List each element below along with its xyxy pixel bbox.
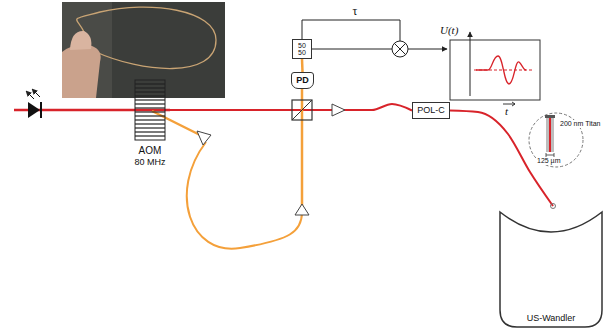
grating-line (135, 131, 165, 132)
signal-wire (306, 49, 392, 50)
delay-line (302, 20, 400, 44)
plot-frame (450, 40, 540, 100)
fiber-link (301, 59, 304, 72)
mixer-symbol (392, 41, 408, 57)
node-text: 80 MHz (132, 157, 168, 167)
node-text: US-Wandler (497, 313, 605, 323)
fiber-core (549, 118, 551, 152)
grating-line (135, 99, 165, 100)
node-text: 50 (298, 49, 306, 56)
grating-line (135, 83, 165, 84)
beam-splitter-cube (292, 100, 312, 120)
grating-line (135, 119, 165, 120)
node-text: PD (296, 75, 309, 85)
grating-line (135, 103, 165, 104)
time-arrow (503, 102, 515, 106)
splitter-diagonal (292, 100, 312, 120)
aom-crystal: AOM80 MHz (132, 79, 168, 167)
node-text: POL-C (417, 105, 445, 115)
grating-line (135, 87, 165, 88)
splitter-box: 5050 (292, 39, 312, 59)
grating-line (135, 127, 165, 128)
time-label: t (505, 105, 508, 118)
grating-line (135, 95, 165, 96)
output-arrow (408, 49, 447, 50)
grating-line (135, 135, 165, 136)
signal-wave (476, 56, 526, 84)
emission-arrow (26, 91, 34, 99)
grating-line (135, 111, 165, 112)
delay-label: τ (353, 5, 358, 19)
polarization-controller: POL-C (412, 102, 450, 119)
photo-inset (62, 2, 225, 98)
laser-diode (28, 102, 40, 118)
grating-line (135, 115, 165, 116)
transducer-body (500, 212, 602, 327)
fiber-coupler (332, 104, 345, 116)
plot-axis (470, 32, 471, 96)
reference-fiber (187, 142, 302, 249)
diffracted-beam (152, 111, 200, 135)
node-text: AOM (132, 145, 168, 157)
signal-label: U(t) (440, 24, 458, 37)
titanium-layer (545, 115, 555, 118)
hand (62, 45, 101, 98)
thumb (70, 31, 91, 50)
fiber-coupler (197, 131, 211, 145)
node-text: 50 (298, 42, 306, 49)
fiber-tip (551, 204, 556, 209)
grating-line (135, 91, 165, 92)
ultrasound-transducer: US-Wandler (497, 206, 605, 330)
emission-arrow (32, 89, 40, 97)
grating-line (135, 107, 165, 108)
fiber-coupler (295, 204, 309, 215)
mixer-cross (394, 43, 405, 54)
grating-line (135, 123, 165, 124)
mixer-cross (394, 43, 405, 54)
aom-grating (134, 79, 166, 141)
transducer-outline (497, 206, 605, 330)
laser-diode-bar (40, 102, 42, 118)
fiber-cladding (546, 118, 554, 152)
fiber-link (168, 104, 412, 111)
diameter-label: 125 µm (536, 157, 562, 165)
photodiode: PD (291, 72, 314, 89)
photo-shade (62, 2, 112, 98)
aom-frame (135, 80, 165, 140)
coating-label: 200 nm Titan (559, 120, 601, 128)
